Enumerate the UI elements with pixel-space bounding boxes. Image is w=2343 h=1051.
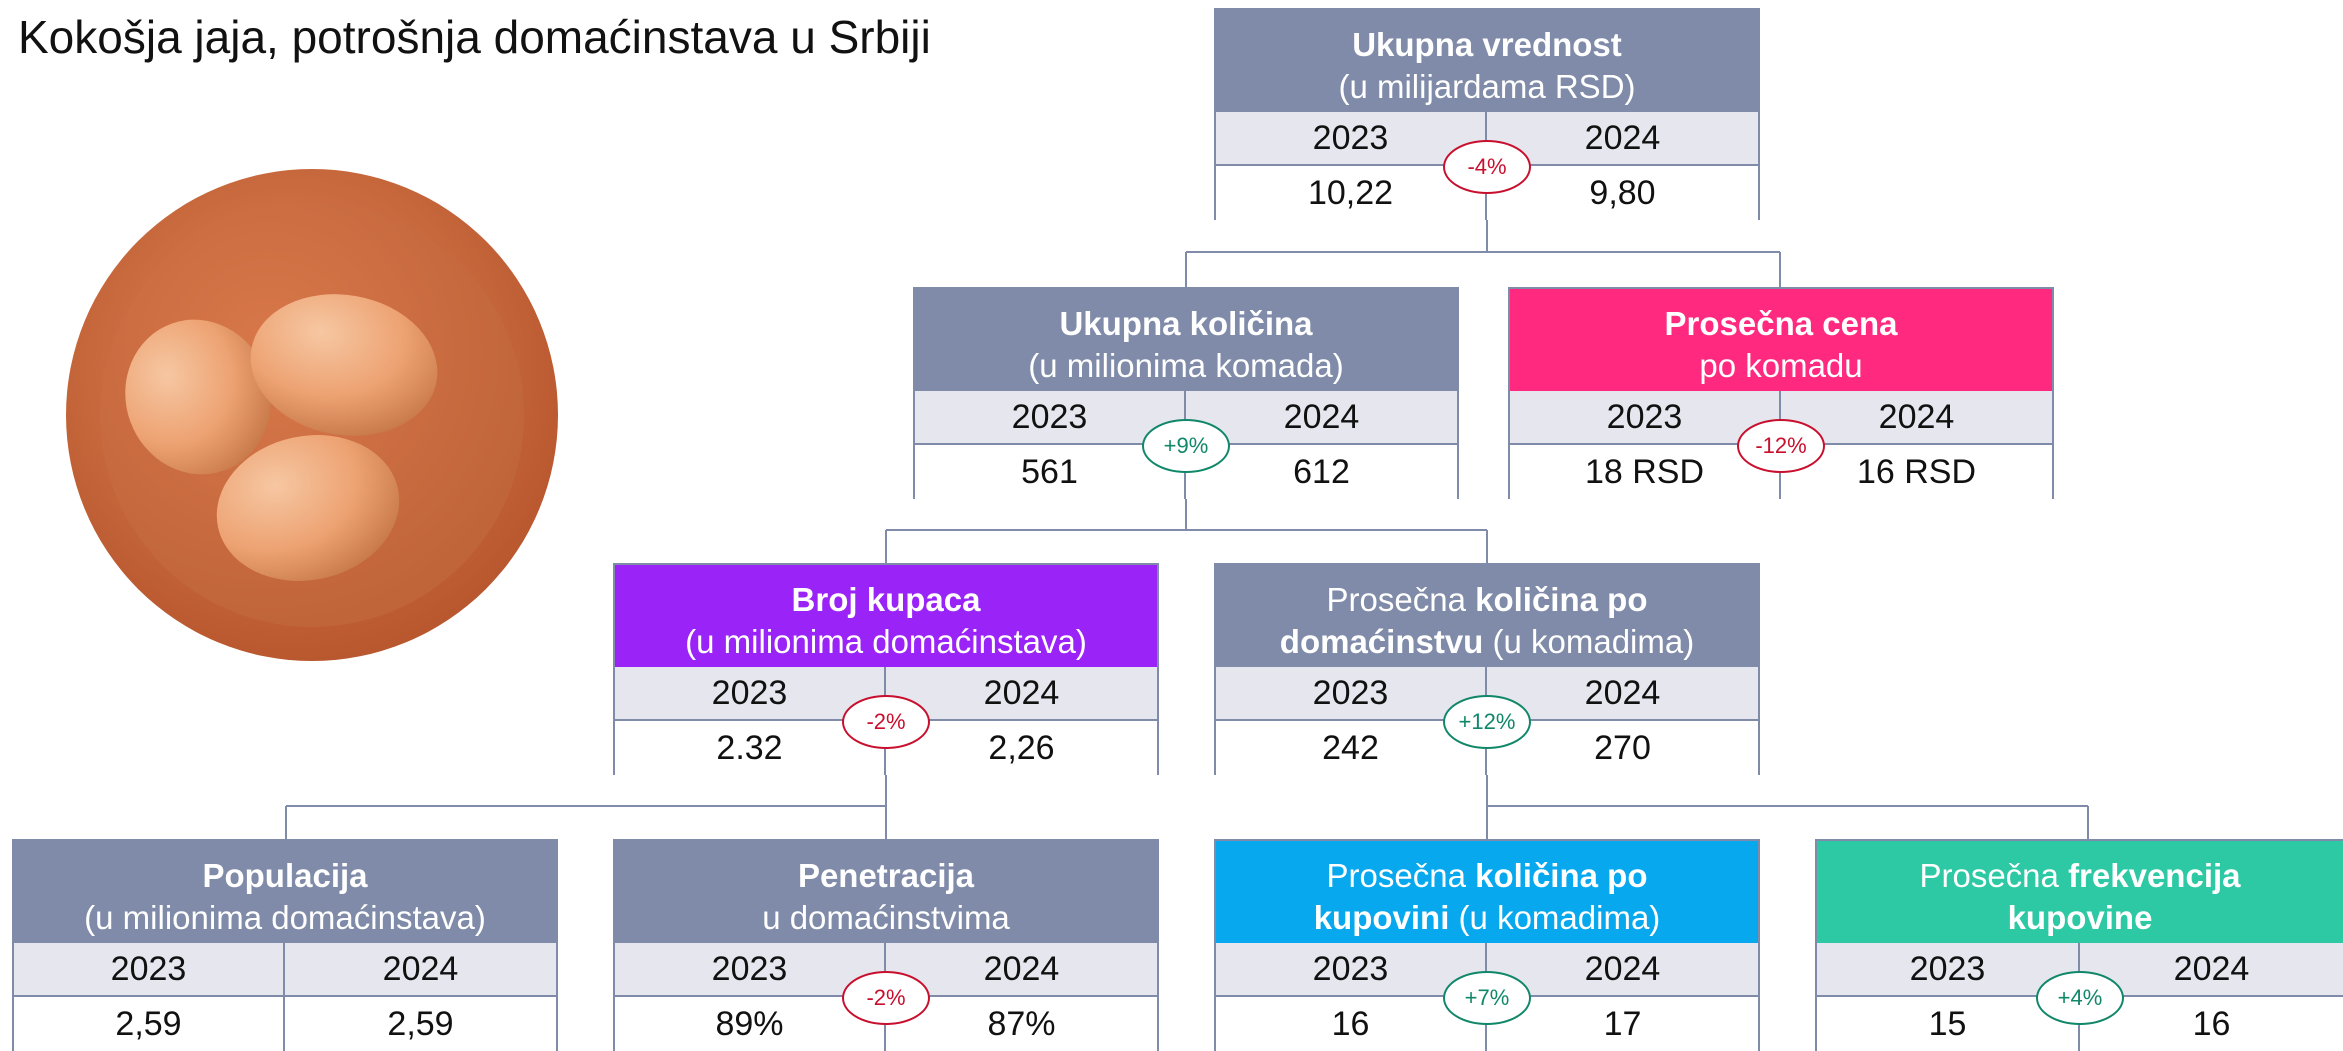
- value-row: 2,59 2,59: [14, 997, 556, 1051]
- change-badge: -12%: [1737, 419, 1825, 473]
- card-purchase-frequency: Prosečna frekvencija kupovine 2023 2024 …: [1815, 839, 2343, 1051]
- card-header: Prosečna količina po kupovini (u komadim…: [1216, 841, 1758, 943]
- egg-bowl-photo-icon: [66, 169, 558, 661]
- page-title: Kokošja jaja, potrošnja domaćinstava u S…: [18, 11, 931, 63]
- change-badge: +12%: [1443, 695, 1531, 749]
- card-header: Penetracija u domaćinstvima: [615, 841, 1157, 943]
- card-quantity-per-household: Prosečna količina po domaćinstvu (u koma…: [1214, 563, 1760, 775]
- card-header: Populacija (u milionima domaćinstava): [14, 841, 556, 943]
- year-row: 2023 2024: [1216, 112, 1758, 166]
- card-header: Broj kupaca (u milionima domaćinstava): [615, 565, 1157, 667]
- change-badge: -4%: [1443, 140, 1531, 194]
- change-badge: +7%: [1443, 971, 1531, 1025]
- card-population: Populacija (u milionima domaćinstava) 20…: [12, 839, 558, 1051]
- change-badge: -2%: [842, 971, 930, 1025]
- card-header: Ukupna količina (u milionima komada): [915, 289, 1457, 391]
- card-header: Prosečna frekvencija kupovine: [1817, 841, 2343, 943]
- card-header: Ukupna vrednost (u milijardama RSD): [1216, 10, 1758, 112]
- change-badge: +4%: [2036, 971, 2124, 1025]
- card-quantity-per-purchase: Prosečna količina po kupovini (u komadim…: [1214, 839, 1760, 1051]
- card-average-price: Prosečna cena po komadu 2023 2024 18 RSD…: [1508, 287, 2054, 499]
- card-penetration: Penetracija u domaćinstvima 2023 2024 89…: [613, 839, 1159, 1051]
- change-badge: -2%: [842, 695, 930, 749]
- change-badge: +9%: [1142, 419, 1230, 473]
- card-header: Prosečna cena po komadu: [1510, 289, 2052, 391]
- card-total-value: Ukupna vrednost (u milijardama RSD) 2023…: [1214, 8, 1760, 220]
- card-header: Prosečna količina po domaćinstvu (u koma…: [1216, 565, 1758, 667]
- card-total-quantity: Ukupna količina (u milionima komada) 202…: [913, 287, 1459, 499]
- year-row: 2023 2024: [14, 943, 556, 997]
- card-number-of-buyers: Broj kupaca (u milionima domaćinstava) 2…: [613, 563, 1159, 775]
